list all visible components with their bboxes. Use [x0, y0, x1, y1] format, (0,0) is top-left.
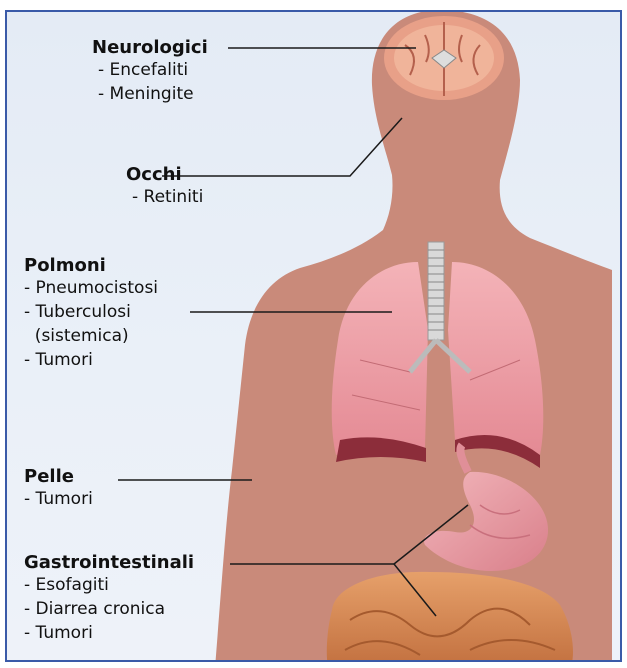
list-item: - Tuberculosi — [24, 300, 158, 324]
list-item: - Esofagiti — [24, 573, 194, 597]
section-title-occhi: Occhi — [126, 164, 203, 185]
section-title-polmoni: Polmoni — [24, 255, 158, 276]
section-neurologici: Neurologici - Encefaliti - Meningite — [92, 37, 208, 106]
list-item: - Pneumocistosi — [24, 276, 158, 300]
section-pelle: Pelle - Tumori — [24, 466, 93, 511]
list-item: (sistemica) — [24, 324, 158, 348]
list-item: - Tumori — [24, 621, 194, 645]
section-title-gastrointestinali: Gastrointestinali — [24, 552, 194, 573]
section-title-neurologici: Neurologici — [92, 37, 208, 58]
section-gastro: Gastrointestinali - Esofagiti - Diarrea … — [24, 552, 194, 645]
list-item: - Encefaliti — [98, 58, 208, 82]
list-item: - Diarrea cronica — [24, 597, 194, 621]
section-occhi: Occhi - Retiniti — [126, 164, 203, 209]
list-item: - Meningite — [98, 82, 208, 106]
section-polmoni: Polmoni - Pneumocistosi - Tuberculosi (s… — [24, 255, 158, 372]
list-item: - Retiniti — [132, 185, 203, 209]
brain-icon — [384, 16, 504, 100]
list-item: - Tumori — [24, 348, 158, 372]
list-item: - Tumori — [24, 487, 93, 511]
section-title-pelle: Pelle — [24, 466, 93, 487]
